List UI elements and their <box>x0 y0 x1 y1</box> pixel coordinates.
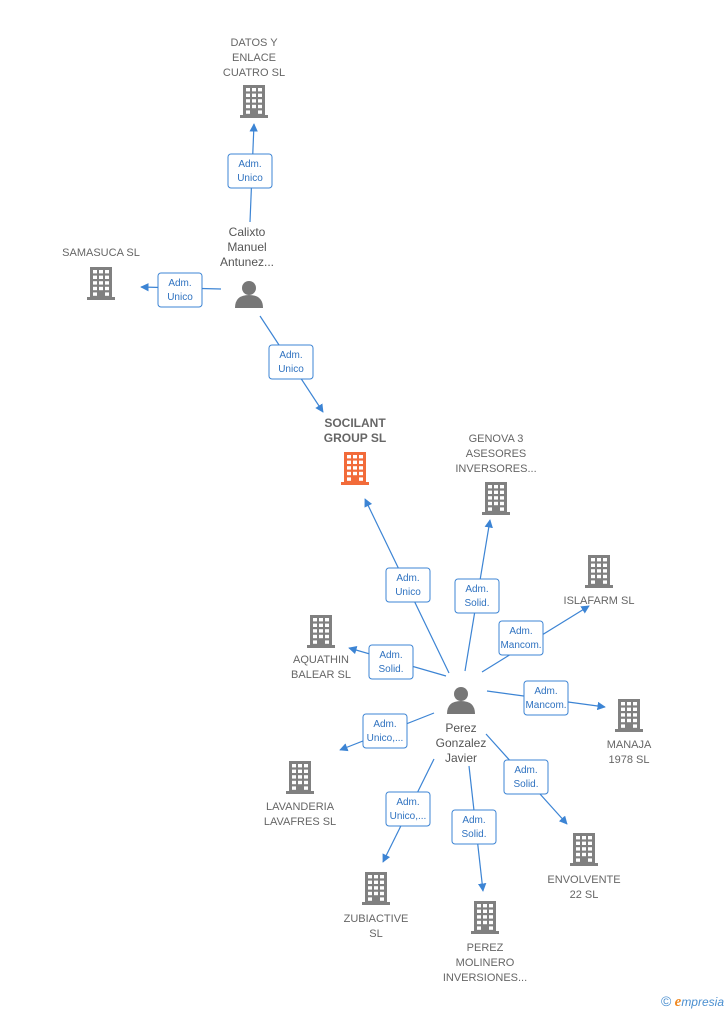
edge-label-perez-to-zubiactive[interactable]: Adm. Unico,... <box>385 791 431 827</box>
edge-label-perez-to-genova[interactable]: Adm. Solid. <box>454 578 500 614</box>
edge-label-perez-to-perezmolinero[interactable]: Adm. Solid. <box>451 809 497 845</box>
company-label[interactable]: PEREZ <box>467 942 504 954</box>
edge-label-line: Adm. <box>373 719 396 730</box>
edge-label-line: Adm. <box>396 573 419 584</box>
building-icon[interactable] <box>240 85 268 118</box>
company-label[interactable]: INVERSORES... <box>455 463 536 475</box>
company-label[interactable]: ASESORES <box>466 448 527 460</box>
person-label[interactable]: Perez <box>445 721 476 735</box>
company-label[interactable]: 22 SL <box>570 889 599 901</box>
company-label[interactable]: MANAJA <box>607 739 652 751</box>
company-label[interactable]: 1978 SL <box>609 754 650 766</box>
building-icon[interactable] <box>471 901 499 934</box>
edge-label-line: Unico <box>278 364 304 375</box>
nodes-layer: DATOS Y ENLACE CUATRO SL SAMASUCA SL SOCILAN… <box>62 37 652 984</box>
company-node-datos[interactable]: DATOS Y ENLACE CUATRO SL <box>223 37 285 118</box>
edge-label-calixto-to-socilant[interactable]: Adm. Unico <box>268 344 314 380</box>
edge-label-line: Adm. <box>238 159 261 170</box>
company-label[interactable]: LAVAFRES SL <box>264 816 336 828</box>
edge-label-line: Adm. <box>168 278 191 289</box>
edge-label-line: Adm. <box>514 765 537 776</box>
person-label[interactable]: Antunez... <box>220 255 274 269</box>
brand-logo-text: mpresia <box>681 995 724 1009</box>
edge-label-line: Adm. <box>462 815 485 826</box>
company-label[interactable]: ENLACE <box>232 52 276 64</box>
edge-label-line: Solid. <box>513 779 538 790</box>
person-icon[interactable] <box>447 687 475 714</box>
building-icon[interactable] <box>570 833 598 866</box>
edge-label-line: Adm. <box>509 626 532 637</box>
company-label[interactable]: CUATRO SL <box>223 67 285 79</box>
edge-label-calixto-to-datos[interactable]: Adm. Unico <box>227 153 273 189</box>
company-node-zubiactive[interactable]: ZUBIACTIVE SL <box>344 872 409 940</box>
company-node-envolvente[interactable]: ENVOLVENTE 22 SL <box>547 833 621 901</box>
edge-label-line: Adm. <box>279 350 302 361</box>
edge-label-line: Solid. <box>378 664 403 675</box>
edge-label-perez-to-islafarm[interactable]: Adm. Mancom. <box>498 620 544 656</box>
person-label[interactable]: Manuel <box>227 240 266 254</box>
copyright-symbol: © <box>660 993 672 1009</box>
company-node-manaja[interactable]: MANAJA 1978 SL <box>607 699 652 766</box>
brand-logo-initial: e <box>674 994 682 1010</box>
company-label[interactable]: ISLAFARM SL <box>564 595 635 607</box>
edge-label-perez-to-manaja[interactable]: Adm. Mancom. <box>523 680 569 716</box>
edge-label-line: Adm. <box>379 650 402 661</box>
edge-label-line: Mancom. <box>525 700 566 711</box>
person-label[interactable]: Gonzalez <box>436 736 487 750</box>
company-node-samasuca[interactable]: SAMASUCA SL <box>62 247 140 300</box>
building-icon[interactable] <box>615 699 643 732</box>
company-label[interactable]: SAMASUCA SL <box>62 247 140 259</box>
company-node-aquathin[interactable]: AQUATHIN BALEAR SL <box>291 615 351 681</box>
brand-footer[interactable]: © empresia <box>661 993 724 1011</box>
edge-label-perez-to-aquathin[interactable]: Adm. Solid. <box>368 644 414 680</box>
company-label[interactable]: GROUP SL <box>324 431 386 445</box>
company-label[interactable]: SOCILANT <box>324 416 386 430</box>
company-label[interactable]: MOLINERO <box>456 957 515 969</box>
building-icon[interactable] <box>482 482 510 515</box>
company-label[interactable]: DATOS Y <box>230 37 278 49</box>
company-label[interactable]: ZUBIACTIVE <box>344 913 409 925</box>
company-label[interactable]: INVERSIONES... <box>443 972 527 984</box>
building-icon[interactable] <box>87 267 115 300</box>
company-label[interactable]: GENOVA 3 <box>469 433 524 445</box>
building-icon[interactable] <box>362 872 390 905</box>
company-label[interactable]: BALEAR SL <box>291 669 351 681</box>
edge-label-perez-to-socilant[interactable]: Adm. Unico <box>385 567 431 603</box>
building-icon[interactable] <box>286 761 314 794</box>
edge-label-perez-to-envolvente[interactable]: Adm. Solid. <box>503 759 549 795</box>
edge-label-line: Unico <box>395 587 421 598</box>
edge-label-line: Unico,... <box>390 811 427 822</box>
person-node-calixto[interactable]: CalixtoManuelAntunez... <box>220 225 274 308</box>
edge-label-calixto-to-samasuca[interactable]: Adm. Unico <box>157 272 203 308</box>
company-label[interactable]: AQUATHIN <box>293 654 349 666</box>
person-label[interactable]: Javier <box>445 751 477 765</box>
company-node-lavanderia[interactable]: LAVANDERIA LAVAFRES SL <box>264 761 336 828</box>
building-icon[interactable] <box>585 555 613 588</box>
edge-label-line: Unico <box>167 292 193 303</box>
edge-label-line: Solid. <box>464 598 489 609</box>
company-node-perezmolinero[interactable]: PEREZ MOLINERO INVERSIONES... <box>443 901 527 984</box>
edge-label-line: Mancom. <box>500 640 541 651</box>
company-label[interactable]: LAVANDERIA <box>266 801 335 813</box>
building-icon[interactable] <box>307 615 335 648</box>
person-icon[interactable] <box>235 281 263 308</box>
company-node-genova[interactable]: GENOVA 3 ASESORES INVERSORES... <box>455 433 537 515</box>
edge-label-line: Unico,... <box>367 733 404 744</box>
edge-label-line: Adm. <box>534 686 557 697</box>
edge-label-line: Solid. <box>461 829 486 840</box>
edge-label-line: Adm. <box>396 797 419 808</box>
edge-label-line: Adm. <box>465 584 488 595</box>
edge-label-perez-to-lavanderia[interactable]: Adm. Unico,... <box>362 713 408 749</box>
company-label[interactable]: ENVOLVENTE <box>547 874 620 886</box>
person-label[interactable]: Calixto <box>229 225 266 239</box>
building-icon[interactable] <box>341 452 369 485</box>
company-node-islafarm[interactable]: ISLAFARM SL <box>564 555 635 607</box>
edge-label-line: Unico <box>237 173 263 184</box>
company-label[interactable]: SL <box>369 928 382 940</box>
